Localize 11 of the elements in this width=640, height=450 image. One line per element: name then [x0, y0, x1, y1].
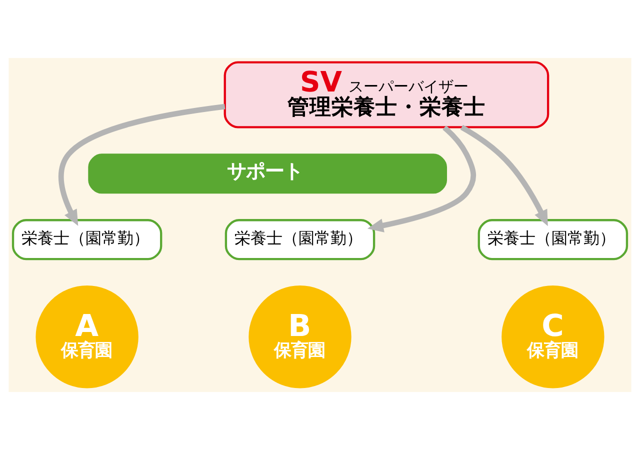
arrow	[367, 125, 476, 232]
node-box: 栄養士（園常勤）	[12, 219, 162, 260]
arrow	[460, 124, 548, 226]
node-box: SV スーパーバイザー 管理栄養士・栄養士	[224, 61, 550, 128]
node-box: サポート	[88, 154, 447, 194]
node-circle: C 保育園	[502, 286, 604, 388]
node-circle: A 保育園	[36, 286, 138, 388]
node-box: 栄養士（園常勤）	[224, 219, 376, 260]
arrow	[58, 104, 226, 226]
node-circle: B 保育園	[248, 286, 352, 388]
node-box: 栄養士（園常勤）	[478, 219, 628, 260]
